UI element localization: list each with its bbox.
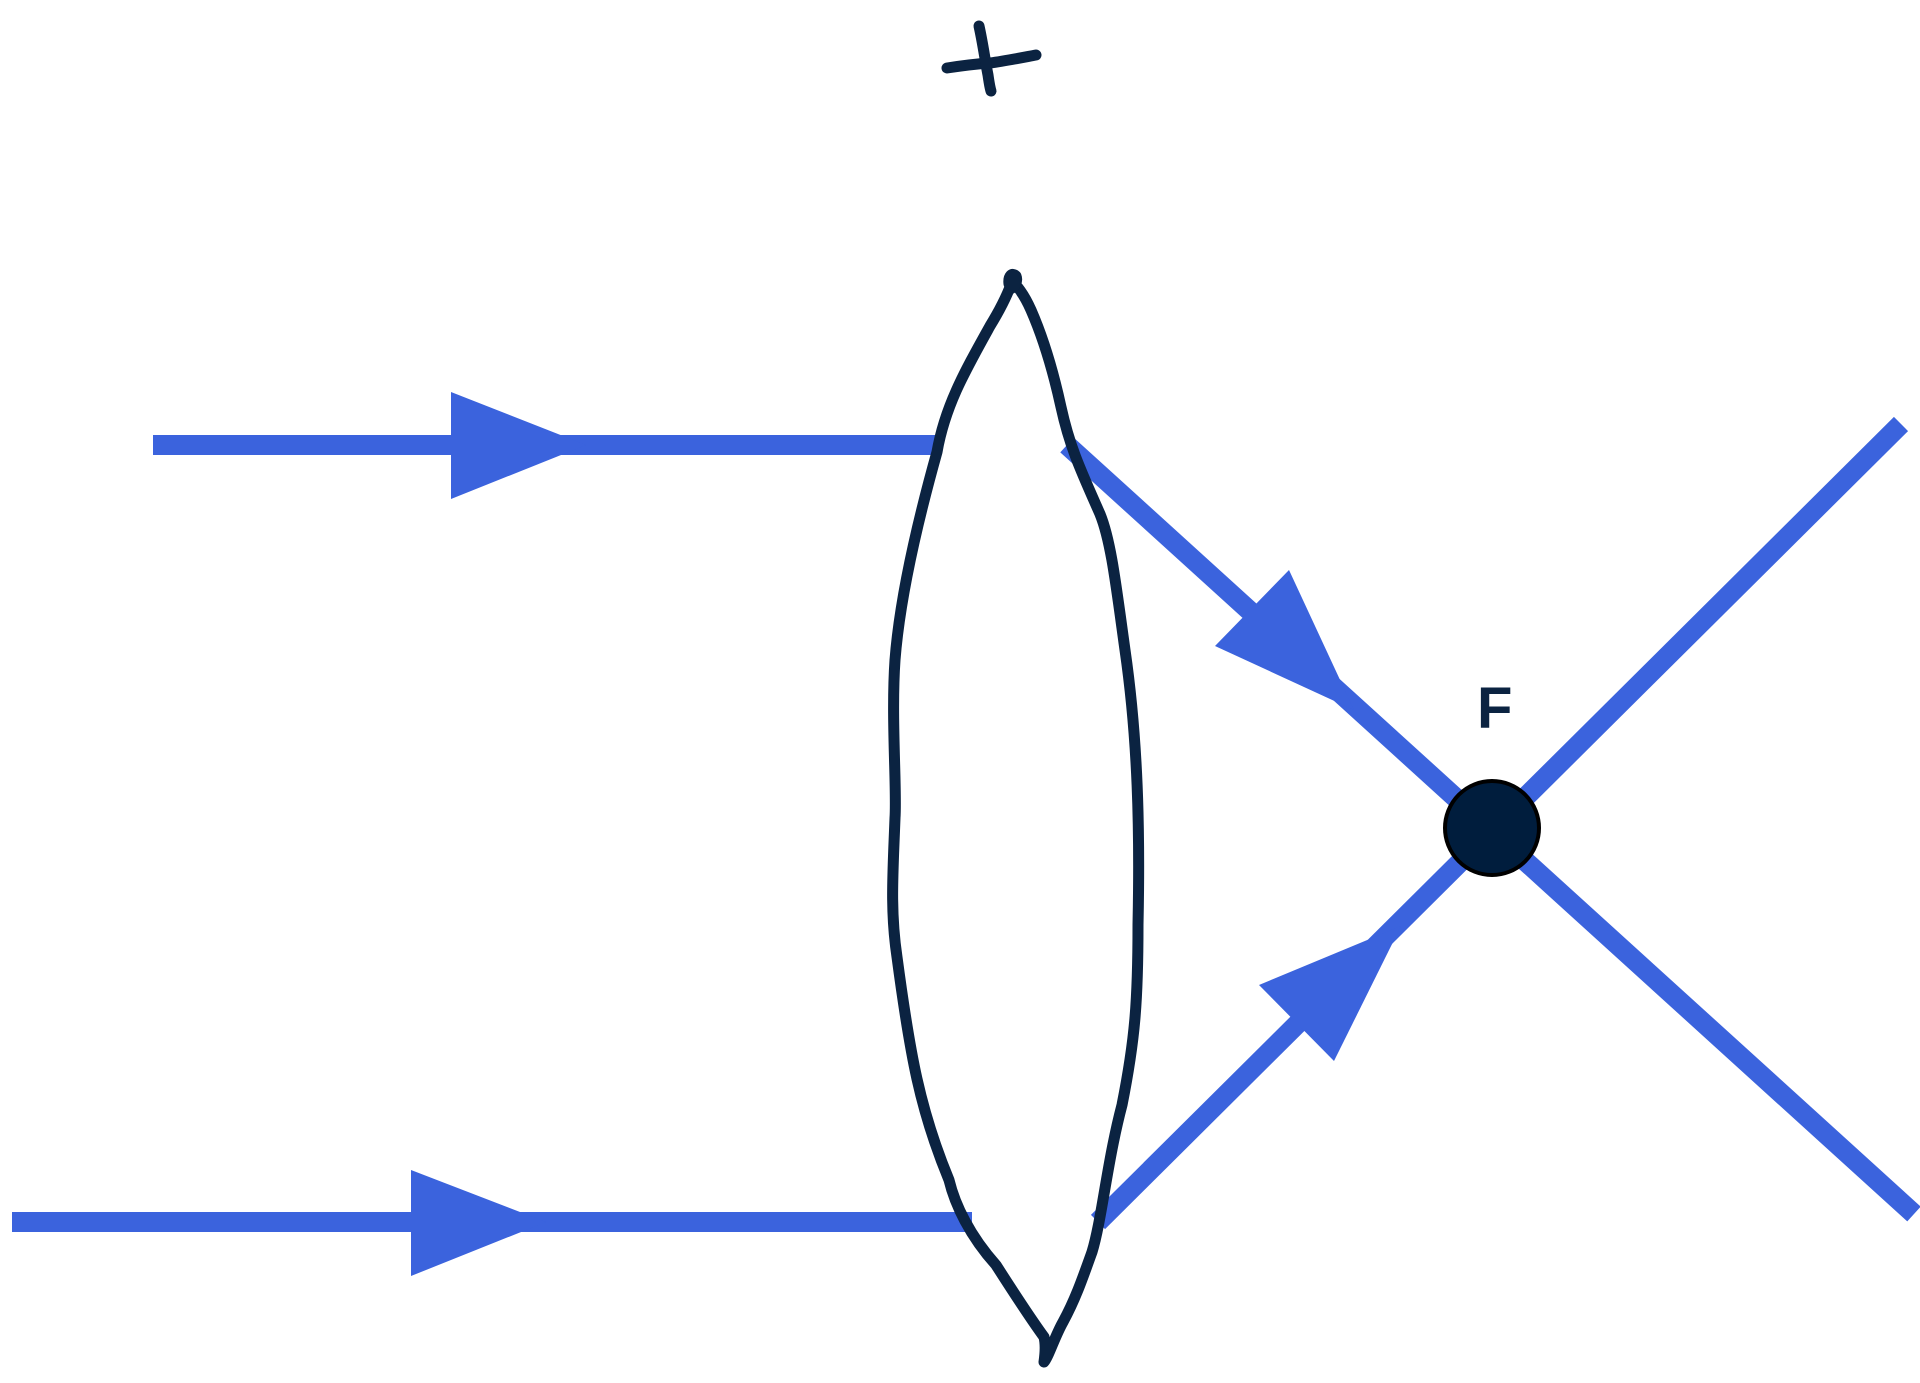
focal-point-icon (1443, 779, 1541, 877)
arrowhead-incoming-bottom (411, 1170, 546, 1276)
plus-vertical-stroke (973, 20, 997, 97)
lens-top-loop (1003, 269, 1023, 295)
arrowhead-refracted-bottom (1259, 926, 1401, 1061)
focal-point-label: F (1477, 676, 1512, 741)
arrowhead-incoming-top (451, 392, 586, 499)
lens-sign: + (941, 20, 1042, 97)
arrowhead-refracted-top (1215, 570, 1354, 710)
converging-lens-outline (887, 276, 1145, 1368)
